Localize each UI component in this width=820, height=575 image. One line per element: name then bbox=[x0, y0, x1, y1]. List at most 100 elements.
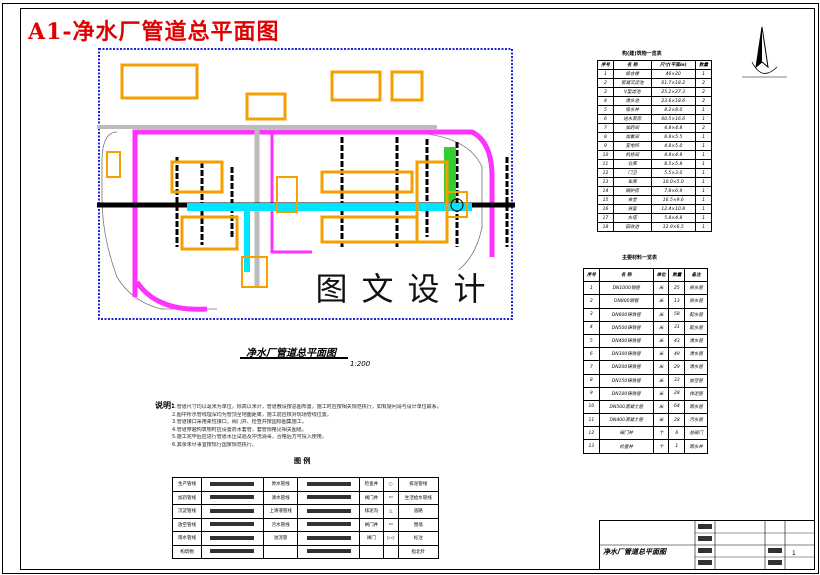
table1-cell: 5 bbox=[597, 105, 614, 115]
title-block-sheet: 1 bbox=[792, 550, 796, 557]
legend-cell: 加药管线 bbox=[172, 490, 202, 505]
table1-title: 构(建)筑物一览表 bbox=[622, 51, 662, 57]
table2-cell: 3 bbox=[583, 307, 600, 322]
table1-cell: 2 bbox=[695, 96, 712, 106]
table2-header: 序号 bbox=[583, 267, 600, 283]
table2-cell: 原水管 bbox=[684, 281, 708, 296]
note-line: 6.其余未尽事宜按现行国家规范执行。 bbox=[172, 441, 257, 448]
table2-cell: 个 bbox=[652, 439, 670, 454]
table1-cell: 1 bbox=[695, 222, 712, 232]
note-line: 3.管道接口采用柔性接口，阀门井、检查井按国标图集施工。 bbox=[172, 419, 307, 425]
table1-cell: 水塔 bbox=[612, 213, 652, 223]
table1-cell: 7 bbox=[597, 123, 614, 133]
table1-cell: 1 bbox=[695, 195, 712, 205]
table1-cell: 吸水井 bbox=[612, 105, 652, 115]
legend-cell: 清水管线 bbox=[262, 490, 299, 505]
table2-cell: 米 bbox=[652, 386, 670, 401]
building-12 bbox=[241, 256, 268, 288]
table2-cell: 29 bbox=[668, 360, 686, 375]
table1-cell: 17 bbox=[597, 213, 614, 223]
table2-cell: DN150铸铁管 bbox=[598, 373, 654, 388]
table1-cell: 1 bbox=[695, 141, 712, 151]
building-6 bbox=[170, 160, 224, 194]
table2-cell: 米 bbox=[652, 307, 670, 322]
building-5 bbox=[106, 151, 121, 178]
table2-cell: 10 bbox=[583, 399, 600, 415]
table1-cell: 13 bbox=[597, 177, 614, 187]
table1-cell: 14 bbox=[597, 186, 614, 196]
table2-cell: 总阀门 bbox=[684, 426, 708, 441]
table1-cell: 1 bbox=[695, 150, 712, 160]
table1-cell: 10 bbox=[597, 150, 614, 160]
legend-cell bbox=[297, 504, 361, 519]
table2-cell: 检查井 bbox=[598, 439, 654, 454]
table1-cell: 清水池 bbox=[612, 96, 652, 106]
legend-cell bbox=[201, 477, 264, 492]
table1-cell: 2 bbox=[695, 78, 712, 88]
table1-cell: 送水泵房 bbox=[612, 114, 652, 124]
site-fence bbox=[98, 48, 513, 320]
legend-row: 生产管线原水管线检查井○排泥管线 bbox=[172, 477, 440, 492]
legend-cell bbox=[201, 504, 264, 519]
legend-line-sample bbox=[306, 508, 351, 513]
legend-cell bbox=[262, 544, 299, 559]
legend-cell: 排泥沟 bbox=[359, 504, 384, 519]
table2-cell: 清水管 bbox=[684, 333, 708, 349]
legend-cell: 构筑物 bbox=[172, 544, 202, 559]
building-7 bbox=[180, 215, 239, 251]
table2-cell: 5 bbox=[583, 333, 600, 349]
table1-cell: 1 bbox=[695, 159, 712, 169]
table2-cell: DN600铸铁管 bbox=[598, 307, 654, 322]
pink-pipe-branch bbox=[270, 132, 312, 254]
table1-cell: 机修间 bbox=[612, 150, 652, 160]
table1-cell: 1 bbox=[695, 177, 712, 187]
legend-cell: 放空管线 bbox=[172, 517, 202, 532]
table2-cell: 1 bbox=[668, 439, 686, 454]
table2-cell: DN300铸铁管 bbox=[598, 347, 654, 362]
legend-line-sample bbox=[210, 508, 255, 513]
notes-block: 1.管道尺寸均以毫米为单位，标高以米计，管道敷设按总图布置，施工时应按相关规范执… bbox=[172, 404, 442, 449]
legend-line-sample bbox=[210, 522, 255, 526]
pink-pipe-loop bbox=[132, 129, 495, 297]
table2-cell: 13 bbox=[668, 294, 686, 309]
table1-header: 序号 bbox=[597, 60, 614, 70]
table1-cell: 综合楼 bbox=[612, 69, 652, 79]
table1-header: 名 称 bbox=[612, 60, 652, 70]
drawing-frame-outer bbox=[2, 3, 819, 574]
table1-cell: 浴室 bbox=[612, 204, 652, 214]
legend-cell: 阀门井 bbox=[359, 490, 384, 505]
legend-cell bbox=[201, 490, 264, 505]
table2-cell: 米 bbox=[652, 360, 670, 375]
table2-cell: 25 bbox=[668, 281, 686, 296]
legend-cell: 生活给水管线 bbox=[397, 490, 440, 505]
table1-cell: 12 bbox=[597, 168, 614, 178]
title-block bbox=[599, 520, 815, 570]
building-11 bbox=[276, 176, 298, 213]
table1-cell: 门卫 bbox=[612, 168, 652, 178]
legend-cell bbox=[297, 517, 361, 532]
title-block-grid bbox=[600, 521, 814, 569]
table2-cell: 米 bbox=[652, 399, 670, 415]
table2-header: 数量 bbox=[668, 267, 686, 283]
table1-cell: 61.7×18.2 bbox=[650, 78, 697, 88]
legend-row: 构筑物 指北针 bbox=[172, 544, 440, 559]
legend-cell: 指北针 bbox=[397, 544, 440, 559]
table1-cell: 60.5×16.6 bbox=[650, 114, 697, 124]
table2-cell: DN200铸铁管 bbox=[598, 360, 654, 375]
pink-pipe-lower bbox=[134, 280, 208, 312]
legend-cell: 生产管线 bbox=[172, 477, 202, 492]
table1-cell: 23.6×18.6 bbox=[650, 96, 697, 106]
legend-cell: 上清液管线 bbox=[262, 504, 299, 519]
table1-cell: 8 bbox=[597, 132, 614, 142]
legend-cell bbox=[382, 544, 399, 559]
drawing-heading: A1-净水厂管道总平面图 bbox=[28, 19, 280, 45]
